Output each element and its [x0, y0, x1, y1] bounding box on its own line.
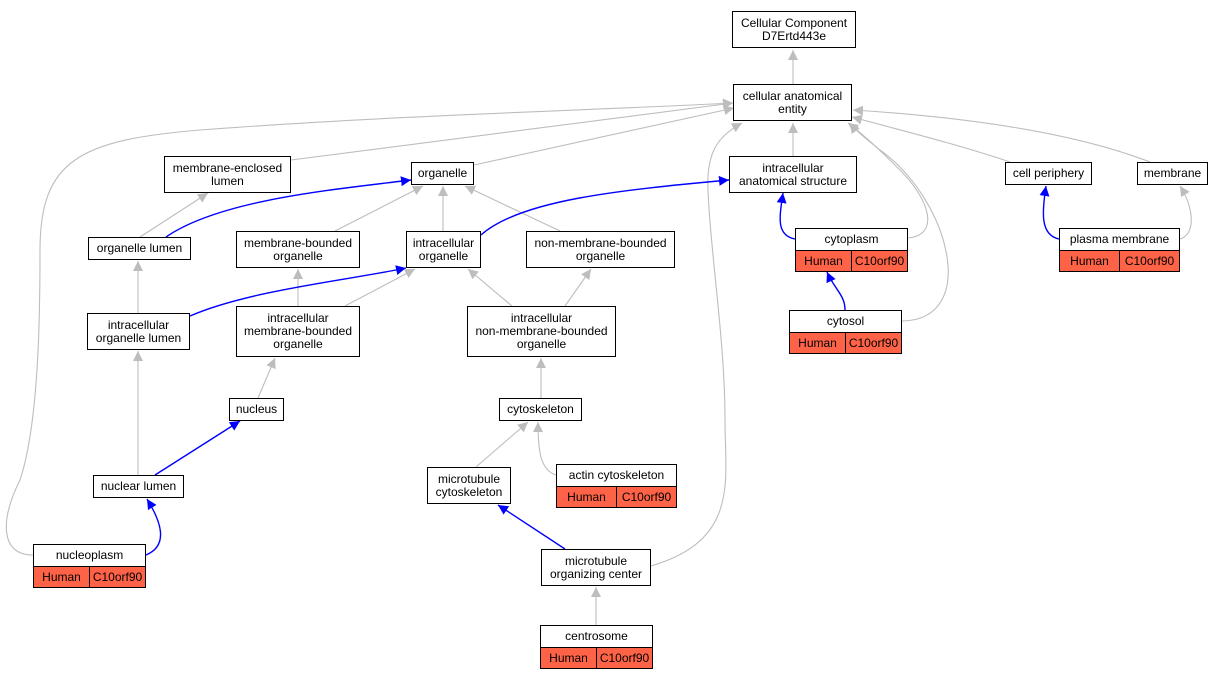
edge-pm-to-cellper	[1039, 185, 1060, 240]
gene-cell: C10orf90	[89, 567, 145, 587]
node-microtubule-organizing-center[interactable]: microtubule organizing center	[541, 549, 651, 586]
node-cytosol[interactable]: cytosol	[789, 310, 902, 332]
edge-nucleus-to-imbo	[257, 357, 276, 399]
edge-mtoc-to-mtcyto	[497, 504, 566, 550]
edge-membrane-from-pm	[1179, 185, 1192, 240]
edge-iol-to-intorg	[189, 265, 407, 317]
node-intracellular-membrane-bounded-organelle[interactable]: intracellular membrane-bounded organelle	[236, 306, 360, 357]
node-membrane-bounded-organelle[interactable]: membrane-bounded organelle	[236, 231, 360, 268]
edge-mtcyto-to-cytoskeleton	[475, 421, 529, 468]
edge-actin-to-cytoskeleton	[533, 421, 557, 476]
species-cell: Human	[567, 489, 606, 504]
node-actin-cytoskeleton[interactable]: actin cytoskeleton	[556, 464, 677, 486]
edge-cytoplasm-to-cae	[847, 122, 929, 239]
edge-membrane-to-cae	[852, 105, 1151, 163]
species-cell: Human	[798, 335, 837, 350]
node-nuclear-lumen[interactable]: nuclear lumen	[93, 475, 184, 498]
annotation-actin-cytoskeleton: Human C10orf90	[556, 486, 677, 508]
edge-cellper-to-cae	[851, 114, 1011, 163]
gene-cell: C10orf90	[596, 648, 652, 668]
node-organelle-lumen[interactable]: organelle lumen	[88, 237, 191, 260]
node-centrosome[interactable]: centrosome	[540, 625, 653, 647]
edge-organelle-to-cae	[473, 105, 735, 166]
edge-nmbo-to-organelle	[464, 185, 561, 232]
node-intracellular-organelle[interactable]: intracellular organelle	[406, 231, 481, 268]
annotation-nucleoplasm: Human C10orf90	[33, 566, 146, 588]
edge-inmbo-to-intorg	[467, 268, 513, 307]
edge-cytosol-to-cytoplasm	[826, 271, 846, 311]
annotation-plasma-membrane: Human C10orf90	[1059, 250, 1180, 272]
edge-nucleoplasm-to-cae	[5, 98, 734, 556]
node-non-membrane-bounded-organelle[interactable]: non-membrane-bounded organelle	[526, 231, 675, 268]
edge-nucleoplasm-to-nuclumen	[145, 498, 162, 556]
edge-mtoc-to-cae	[650, 122, 743, 567]
species-cell: Human	[549, 650, 588, 665]
gene-cell: C10orf90	[1119, 251, 1179, 271]
node-cytoplasm[interactable]: cytoplasm	[795, 228, 908, 250]
gene-cell: C10orf90	[851, 251, 907, 271]
gene-cell: C10orf90	[845, 333, 901, 353]
node-intracellular-organelle-lumen[interactable]: intracellular organelle lumen	[87, 313, 190, 350]
edge-intorg-to-ias	[480, 175, 730, 236]
species-cell: Human	[804, 253, 843, 268]
node-nucleus[interactable]: nucleus	[229, 398, 284, 421]
species-cell: Human	[1070, 253, 1109, 268]
annotation-centrosome: Human C10orf90	[540, 647, 653, 669]
edge-orglumen-to-organelle	[165, 176, 412, 238]
node-membrane[interactable]: membrane	[1137, 162, 1208, 185]
node-intracellular-anatomical-structure[interactable]: intracellular anatomical structure	[729, 156, 857, 193]
edge-imbo-to-intorg	[344, 268, 416, 307]
node-cell-periphery[interactable]: cell periphery	[1005, 162, 1092, 185]
node-microtubule-cytoskeleton[interactable]: microtubule cytoskeleton	[427, 467, 511, 504]
edge-inmbo-to-nmbo	[564, 268, 592, 307]
node-cellular-component[interactable]: Cellular Component D7Ertd443e	[732, 11, 856, 48]
annotation-cytosol: Human C10orf90	[789, 332, 902, 354]
annotation-cytoplasm: Human C10orf90	[795, 250, 908, 272]
edge-nuclumen-to-nucleus	[154, 420, 241, 476]
node-cellular-anatomical-entity[interactable]: cellular anatomical entity	[733, 84, 852, 121]
edge-mel-from-orglumen	[139, 192, 209, 238]
node-intracellular-non-membrane-bounded-organelle[interactable]: intracellular non-membrane-bounded organ…	[467, 306, 616, 357]
node-nucleoplasm[interactable]: nucleoplasm	[33, 544, 146, 566]
edge-cytosol-to-cae	[849, 122, 949, 322]
node-cytoskeleton[interactable]: cytoskeleton	[499, 398, 582, 421]
edge-mel-to-cae	[290, 99, 734, 161]
edge-cytoplasm-to-ias	[776, 192, 796, 240]
gene-cell: C10orf90	[616, 487, 676, 507]
edge-mbo-to-organelle	[334, 185, 424, 232]
node-organelle[interactable]: organelle	[411, 162, 474, 185]
node-membrane-enclosed-lumen[interactable]: membrane-enclosed lumen	[164, 156, 291, 193]
species-cell: Human	[42, 569, 81, 584]
node-plasma-membrane[interactable]: plasma membrane	[1059, 228, 1180, 250]
